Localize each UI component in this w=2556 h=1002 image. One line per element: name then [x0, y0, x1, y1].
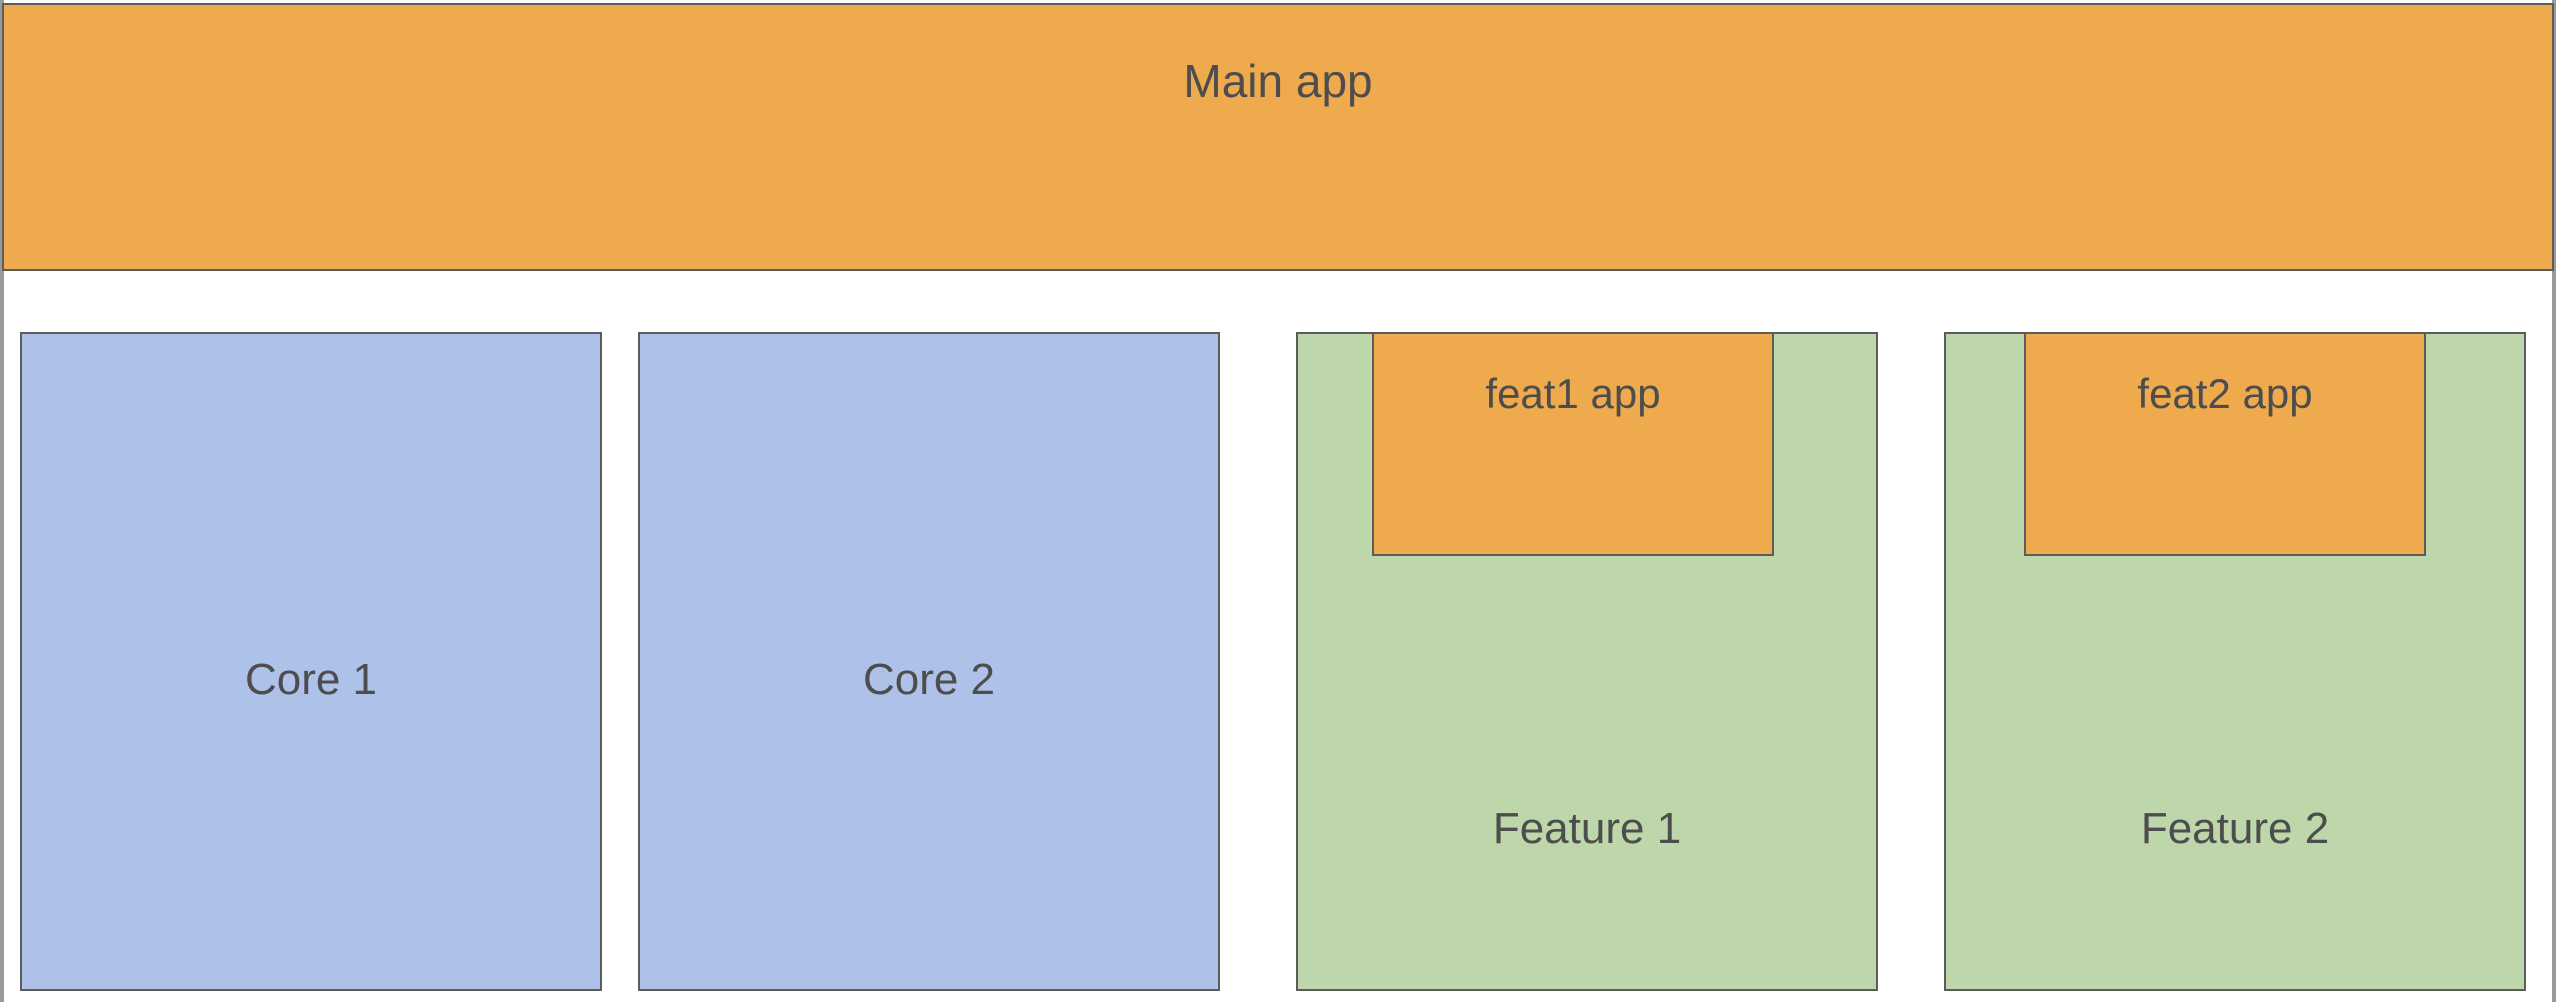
node-core-1[interactable]: Core 1 — [20, 332, 602, 991]
node-feat1-app[interactable]: feat1 app — [1372, 332, 1774, 556]
node-feat2-app-label: feat2 app — [2137, 370, 2313, 417]
node-feat1-app-label: feat1 app — [1485, 370, 1661, 417]
node-main-app[interactable]: Main app — [2, 3, 2554, 271]
node-main-app-label: Main app — [1183, 55, 1373, 107]
node-core-2[interactable]: Core 2 — [638, 332, 1220, 991]
node-core-2-label: Core 2 — [862, 655, 996, 704]
node-core-1-label: Core 1 — [244, 655, 378, 704]
page-guide-left — [0, 0, 4, 1002]
node-feature-1-label: Feature 1 — [1492, 804, 1682, 853]
node-feat2-app[interactable]: feat2 app — [2024, 332, 2426, 556]
page-guide-right — [2552, 0, 2556, 1002]
node-feature-2-label: Feature 2 — [2140, 804, 2330, 853]
